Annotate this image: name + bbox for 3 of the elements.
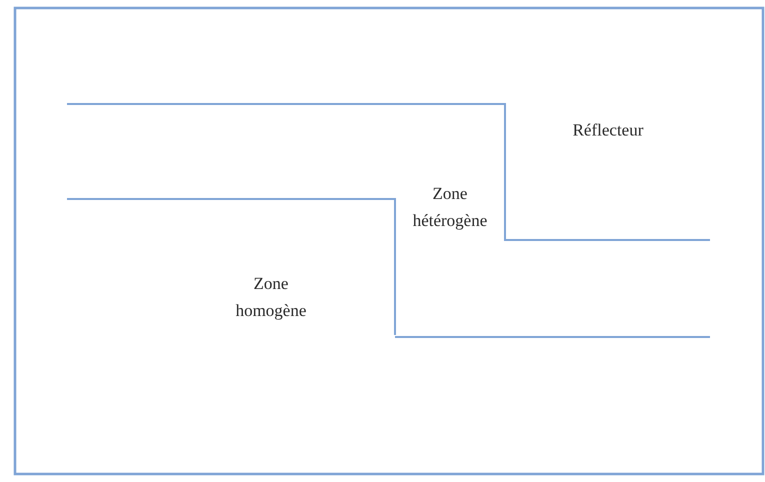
region-label: Zone hétérogène xyxy=(412,183,488,232)
region-label: Zone homogène xyxy=(234,273,308,322)
region-label: Réflecteur xyxy=(572,120,644,142)
